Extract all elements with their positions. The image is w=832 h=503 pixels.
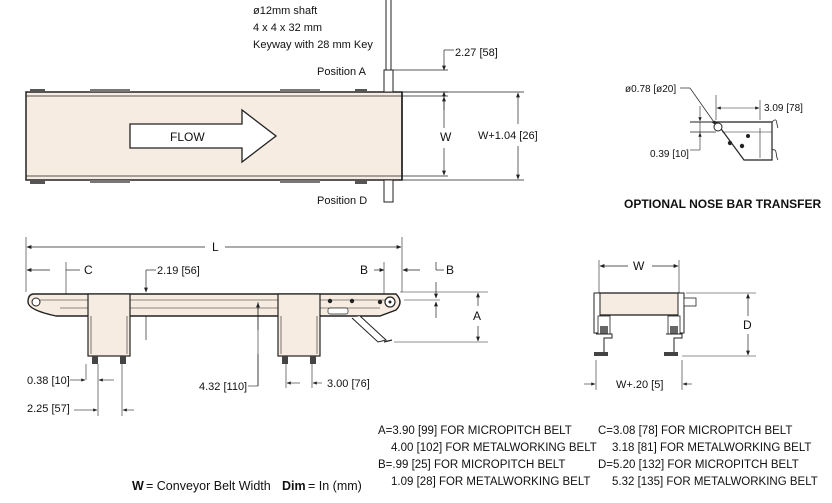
dim-nose-dia: ø0.78 [ø20]: [625, 84, 676, 95]
nose-bar-title: OPTIONAL NOSE BAR TRANSFER: [624, 197, 821, 211]
note-b2: 1.09 [28] FOR METALWORKING BELT: [391, 476, 590, 488]
position-a-label: Position A: [317, 66, 367, 78]
note-b1: B=.99 [25] FOR MICROPITCH BELT: [378, 459, 565, 471]
stand-right: [277, 293, 321, 357]
dim-a: A: [473, 309, 481, 323]
shaft-label-3: Keyway with 28 mm Key: [253, 39, 373, 51]
dim-2-19: 2.19 [56]: [157, 265, 200, 277]
dim-nose-h: 0.39 [10]: [650, 149, 689, 160]
dim-2-25: 2.25 [57]: [27, 403, 70, 415]
dim-4-32: 4.32 [110]: [199, 381, 247, 393]
dim-3-00: 3.00 [76]: [327, 378, 370, 390]
legend-w-text: = Conveyor Belt Width: [146, 479, 271, 493]
dim-nose-len: 3.09 [78]: [764, 103, 803, 114]
flow-arrow: [129, 108, 278, 164]
shaft-label-2: 4 x 4 x 32 mm: [253, 22, 322, 34]
dim-c: C: [84, 263, 93, 277]
flow-label: FLOW: [170, 130, 205, 144]
dim-end-d: D: [743, 318, 752, 332]
end-view: W D W+.20 [5]: [584, 259, 756, 391]
dim-w-total: W+1.04 [26]: [478, 130, 538, 142]
dim-2-27: 2.27 [58]: [455, 47, 498, 59]
side-view: L C B B 2.19 [56]: [25, 237, 488, 416]
note-c1: C=3.08 [78] FOR MICROPITCH BELT: [598, 425, 792, 437]
stand-left: [87, 293, 131, 357]
dim-l: L: [212, 240, 219, 254]
dim-end-w20: W+.20 [5]: [616, 379, 663, 391]
note-a1: A=3.90 [99] FOR MICROPITCH BELT: [378, 425, 572, 437]
legend-dim-key: Dim: [282, 479, 306, 493]
dim-0-38: 0.38 [10]: [27, 375, 70, 387]
dim-w-top: W: [440, 130, 452, 144]
nose-bar-detail: ø0.78 [ø20] 3.09 [78] 0.39 [10] OPTIONAL…: [624, 84, 821, 211]
belt-end: [598, 292, 680, 316]
note-d1: D=5.20 [132] FOR MICROPITCH BELT: [598, 459, 799, 471]
dim-end-w: W: [633, 259, 645, 273]
note-d2: 5.32 [135] FOR METALWORKING BELT: [612, 476, 818, 488]
shaft-label-1: ø12mm shaft: [253, 5, 317, 17]
note-a2: 4.00 [102] FOR METALWORKING BELT: [391, 442, 597, 454]
dim-b-right: B: [446, 263, 454, 277]
notes: A=3.90 [99] FOR MICROPITCH BELT 4.00 [10…: [378, 425, 818, 488]
position-d-label: Position D: [317, 195, 367, 207]
note-c2: 3.18 [81] FOR METALWORKING BELT: [612, 442, 811, 454]
legend-dim-text: = In (mm): [308, 479, 362, 493]
top-view: FLOW ø12mm shaft 4 x 4 x 32 mm Keyway wi…: [25, 0, 538, 207]
dim-b-left: B: [360, 263, 368, 277]
legend: W = Conveyor Belt Width Dim = In (mm): [132, 479, 362, 493]
legend-w-key: W: [132, 479, 144, 493]
